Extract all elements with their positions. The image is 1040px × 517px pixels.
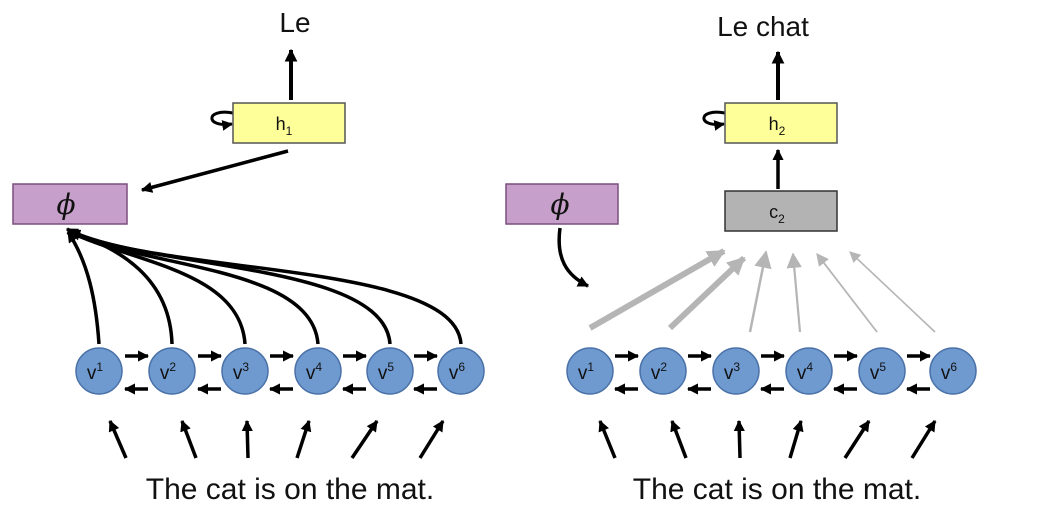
left-curve-v1 [66, 231, 101, 345]
svg-text:v6: v6 [941, 360, 958, 384]
svg-text:v4: v4 [306, 360, 323, 384]
left-hidden-to-phi-arrow [140, 149, 289, 193]
left-curve-v4 [67, 229, 320, 345]
left-hidden-state-box [232, 102, 346, 144]
left-panel: Le h1 ϕ [12, 7, 485, 506]
right-node-v1: v1 [566, 347, 614, 395]
svg-text:v2: v2 [160, 360, 177, 384]
right-node-v5: v5 [858, 347, 906, 395]
right-phi-box [505, 183, 619, 225]
attention-arrow-v1 [588, 248, 726, 331]
left-hidden-state-label: h1 [276, 114, 293, 138]
left-bidirectional-arrows [123, 350, 439, 395]
left-input-arrows [108, 419, 445, 459]
right-hidden-state-box [724, 102, 838, 144]
left-node-v6: v6 [437, 347, 485, 395]
right-node-v6: v6 [929, 347, 977, 395]
left-phi-box [12, 183, 128, 225]
right-context-box [724, 190, 838, 232]
right-context-label: c2 [769, 202, 785, 226]
attention-arrow-v2 [667, 255, 747, 331]
right-phi-output-arrow [557, 227, 590, 288]
attention-arrow-v6 [849, 251, 936, 333]
svg-text:v2: v2 [651, 360, 668, 384]
left-curve-v6 [66, 227, 463, 345]
attention-arrow-v3 [748, 250, 772, 333]
svg-text:v6: v6 [449, 360, 466, 384]
svg-text:v3: v3 [724, 360, 741, 384]
right-output-word: Le chat [717, 11, 809, 42]
svg-text:v1: v1 [578, 360, 595, 384]
svg-text:v5: v5 [870, 360, 887, 384]
right-source-sentence: The cat is on the mat. [633, 473, 921, 506]
svg-text:v1: v1 [87, 360, 104, 384]
right-phi-label: ϕ [550, 188, 569, 221]
left-hidden-self-loop [210, 110, 234, 131]
svg-text:v4: v4 [797, 360, 814, 384]
attention-arrow-v4 [786, 252, 802, 333]
right-bidirectional-arrows [613, 350, 932, 395]
svg-text:v3: v3 [233, 360, 250, 384]
left-node-v5: v5 [366, 347, 414, 395]
left-aggregation-curves [66, 227, 463, 345]
right-encoder-nodes: v1 v2 v3 v4 v5 v6 [566, 347, 977, 395]
right-hidden-state-label: h2 [769, 114, 786, 138]
right-node-v4: v4 [785, 347, 833, 395]
attention-arrow-v5 [816, 253, 878, 333]
right-panel: Le chat h2 c2 ϕ [505, 11, 977, 506]
left-node-v4: v4 [294, 347, 342, 395]
left-node-v3: v3 [221, 347, 269, 395]
left-source-sentence: The cat is on the mat. [146, 473, 434, 506]
right-node-v3: v3 [712, 347, 760, 395]
left-encoder-nodes: v1 v2 v3 v4 v5 v6 [75, 347, 485, 395]
right-input-arrows [598, 419, 937, 459]
left-node-v2: v2 [148, 347, 196, 395]
right-attention-arrows [588, 248, 936, 333]
right-node-v2: v2 [639, 347, 687, 395]
svg-text:v5: v5 [378, 360, 395, 384]
left-node-v1: v1 [75, 347, 123, 395]
left-output-word: Le [279, 7, 310, 38]
left-phi-label: ϕ [56, 188, 75, 221]
right-hidden-self-loop [702, 110, 726, 131]
